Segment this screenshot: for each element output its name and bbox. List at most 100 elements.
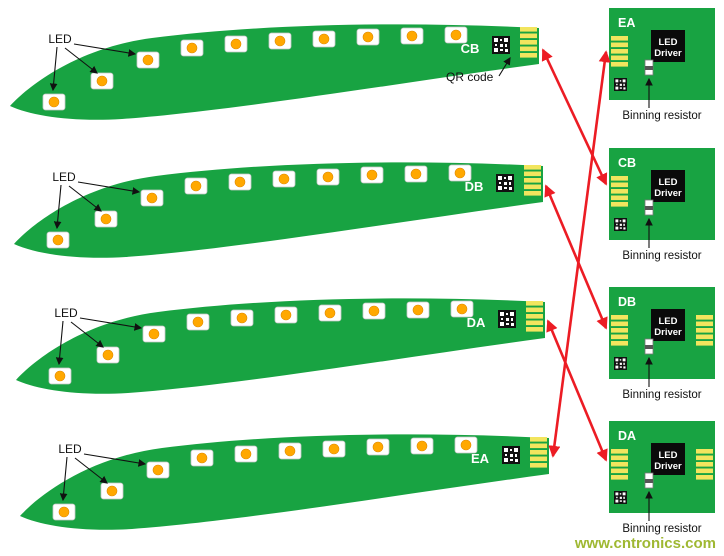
led-component xyxy=(48,367,72,385)
led-component xyxy=(96,346,120,364)
chip-label-line2: Driver xyxy=(654,48,682,59)
led-component xyxy=(146,461,170,479)
edge-connector-pads xyxy=(520,27,537,58)
connection-arrow-da xyxy=(546,319,608,462)
led-component xyxy=(272,170,296,188)
led-annotation-arrow xyxy=(79,317,143,331)
chip-body xyxy=(651,170,685,202)
led-component xyxy=(136,51,160,69)
driver-board-cb: CB LED Driver Binning resistor xyxy=(609,148,715,262)
chip-label-line1: LED xyxy=(659,37,678,48)
led-component xyxy=(90,72,114,90)
driver-board-db: DB LED Driver Binning resistor xyxy=(609,287,715,401)
led-driver-chip: LED Driver xyxy=(651,170,685,202)
led-annotation-arrow xyxy=(83,453,147,467)
strip-label: DB xyxy=(465,179,484,194)
led-component xyxy=(400,27,424,45)
led-annotation-arrow xyxy=(64,47,98,74)
led-component xyxy=(100,482,124,500)
led-component xyxy=(278,442,302,460)
qr-code xyxy=(614,491,627,504)
led-annotation-label: LED xyxy=(54,306,78,320)
driver-board-label: CB xyxy=(618,156,636,170)
led-component xyxy=(312,30,336,48)
led-component xyxy=(360,166,384,184)
led-component xyxy=(404,165,428,183)
binning-annotation-label: Binning resistor xyxy=(622,523,701,535)
led-annotation-label: LED xyxy=(58,442,82,456)
chip-label-line2: Driver xyxy=(654,461,682,472)
qr-code xyxy=(614,78,627,91)
chip-label-line2: Driver xyxy=(654,188,682,199)
connection-arrow-db xyxy=(544,184,608,330)
led-component xyxy=(410,437,434,455)
led-component xyxy=(318,304,342,322)
led-component xyxy=(224,35,248,53)
led-annotation-arrow xyxy=(74,457,108,484)
led-component xyxy=(356,28,380,46)
chip-label-line2: Driver xyxy=(654,327,682,338)
led-component xyxy=(184,177,208,195)
led-component xyxy=(180,39,204,57)
strip-label: EA xyxy=(471,451,490,466)
binning-resistor xyxy=(644,199,654,216)
binning-annotation-label: Binning resistor xyxy=(622,250,701,262)
chip-body xyxy=(651,309,685,341)
led-component xyxy=(366,438,390,456)
chip-body xyxy=(651,443,685,475)
edge-connector-pads xyxy=(611,449,628,480)
led-annotation-arrow xyxy=(49,46,58,92)
qr-code xyxy=(614,218,627,231)
led-annotation-label: LED xyxy=(52,170,76,184)
led-component xyxy=(230,309,254,327)
led-component xyxy=(190,449,214,467)
led-driver-chip: LED Driver xyxy=(651,443,685,475)
led-component xyxy=(52,503,76,521)
qr-code xyxy=(492,36,510,54)
driver-board-da: DA LED Driver Binning resistor xyxy=(609,421,715,535)
edge-connector-pads xyxy=(524,165,541,196)
led-component xyxy=(46,231,70,249)
qr-annotation-arrow xyxy=(498,57,511,77)
edge-connector-pads xyxy=(611,36,628,67)
led-annotation-arrow xyxy=(59,456,68,502)
strip-label: DA xyxy=(467,315,486,330)
led-driver-chip: LED Driver xyxy=(651,309,685,341)
driver-board-ea: EA LED Driver Binning resistor xyxy=(609,8,715,122)
led-component xyxy=(322,440,346,458)
led-strip-da: DA LED xyxy=(16,298,545,394)
led-strip-db: DB LED xyxy=(14,162,543,258)
led-strip-ea: EA LED xyxy=(20,434,549,530)
qr-code xyxy=(498,310,516,328)
led-component xyxy=(268,32,292,50)
binning-resistor xyxy=(644,59,654,76)
connection-arrow-ea xyxy=(548,50,611,458)
driver-board-label: DB xyxy=(618,295,636,309)
led-annotation-label: LED xyxy=(48,32,72,46)
led-annotation-arrow xyxy=(55,320,64,366)
led-component xyxy=(140,189,164,207)
edge-connector-pads xyxy=(530,437,547,468)
qr-code xyxy=(614,357,627,370)
led-component xyxy=(228,173,252,191)
led-component xyxy=(362,302,386,320)
qr-code xyxy=(502,446,520,464)
qr-code xyxy=(496,174,514,192)
led-component xyxy=(94,210,118,228)
led-component xyxy=(42,93,66,111)
binning-annotation-label: Binning resistor xyxy=(622,389,701,401)
edge-connector-pads xyxy=(696,315,713,346)
led-annotation-arrow xyxy=(53,184,62,230)
led-component xyxy=(234,445,258,463)
connection-arrows xyxy=(541,48,611,462)
led-annotation-arrow xyxy=(73,43,137,57)
edge-connector-pads xyxy=(611,315,628,346)
chip-label-line1: LED xyxy=(659,316,678,327)
led-component xyxy=(274,306,298,324)
edge-connector-pads xyxy=(611,176,628,207)
led-annotation-arrow xyxy=(77,181,141,195)
binning-resistor xyxy=(644,338,654,355)
led-annotation-arrow xyxy=(70,321,104,348)
led-component xyxy=(316,168,340,186)
